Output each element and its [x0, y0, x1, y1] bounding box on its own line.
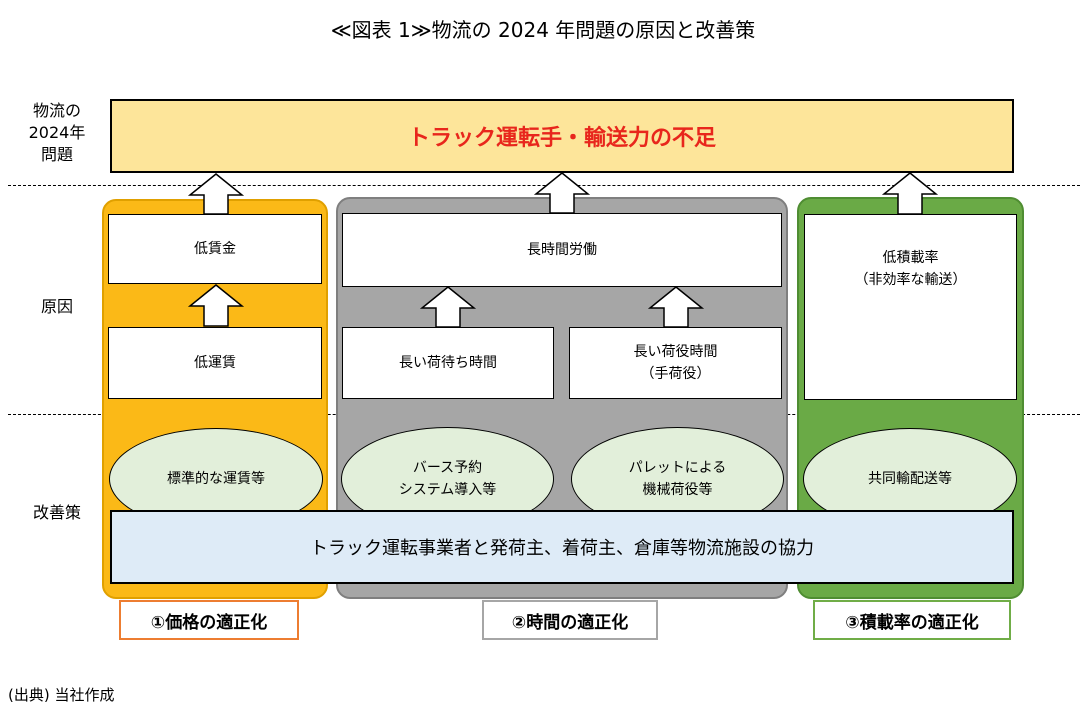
- arrow-up-icon: [419, 286, 477, 328]
- cause-long-hours: 長時間労働: [342, 213, 782, 287]
- arrow-up-icon: [187, 173, 245, 215]
- measure-berth-reservation-line: バース予約: [412, 460, 483, 476]
- measure-pallet-handling-line: パレットによる: [628, 460, 727, 476]
- row-label-problem-line: 物流の: [32, 101, 81, 120]
- arrow-up-icon: [187, 284, 245, 327]
- figure-title: ≪図表 1≫物流の 2024 年問題の原因と改善策: [330, 18, 756, 42]
- cause-long-handling: 長い荷役時間 （手荷役）: [569, 327, 782, 399]
- cause-low-fare: 低運賃: [108, 327, 322, 399]
- measure-berth-reservation-line: システム導入等: [398, 482, 497, 498]
- cause-low-load-line: （非効率な輸送）: [854, 272, 967, 288]
- cause-long-handling-line: 長い荷役時間: [633, 344, 718, 360]
- arrow-up-icon: [881, 172, 939, 215]
- arrow-up-icon: [533, 172, 591, 214]
- cause-long-wait: 長い荷待ち時間: [342, 327, 554, 399]
- cause-low-load: 低積載率 （非効率な輸送）: [804, 214, 1017, 400]
- cause-low-load-line: 低積載率: [882, 250, 939, 266]
- category-label-load: ③積載率の適正化: [813, 600, 1011, 640]
- arrow-up-icon: [647, 286, 705, 328]
- problem-box: トラック運転手・輸送力の不足: [110, 99, 1014, 173]
- row-label-measures: 改善策: [32, 503, 81, 522]
- row-label-cause: 原因: [40, 297, 73, 316]
- row-label-problem-line: 2024年: [28, 123, 86, 142]
- source-note: (出典) 当社作成: [8, 686, 115, 704]
- category-label-price: ①価格の適正化: [119, 600, 299, 640]
- cause-low-wage: 低賃金: [108, 214, 322, 284]
- cause-long-handling-line: （手荷役）: [640, 366, 711, 382]
- divider-dashed: [8, 185, 1080, 186]
- cooperation-box: トラック運転事業者と発荷主、着荷主、倉庫等物流施設の協力: [110, 510, 1014, 584]
- category-label-time: ②時間の適正化: [482, 600, 658, 640]
- measure-pallet-handling-line: 機械荷役等: [642, 482, 713, 498]
- row-label-problem: 物流の 2024年 問題: [18, 100, 96, 166]
- row-label-problem-line: 問題: [40, 145, 73, 164]
